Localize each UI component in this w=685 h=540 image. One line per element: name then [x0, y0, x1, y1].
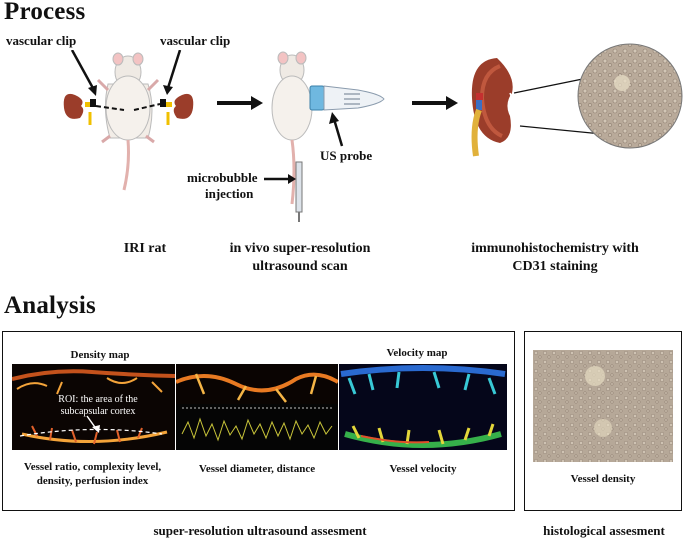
- analysis-heading: Analysis: [4, 292, 96, 319]
- process-heading: Process: [4, 0, 86, 25]
- metric1-line1: Vessel ratio, complexity level,: [23, 461, 162, 473]
- step2-caption-line2: ultrasound scan: [252, 259, 348, 274]
- clip-label-left: vascular clip: [6, 33, 77, 48]
- velocity-map-image: [339, 364, 507, 450]
- histology-panel: [524, 331, 682, 511]
- metric2-label: Vessel diameter, distance: [198, 463, 316, 475]
- metric3-label: Vessel velocity: [389, 463, 457, 475]
- sr-ultrasound-caption: super-resolution ultrasound assesment: [153, 523, 367, 538]
- density-map-image: [12, 364, 175, 450]
- process-arrow-2: [412, 96, 458, 110]
- step1-caption: IRI rat: [123, 241, 167, 256]
- iri-rat-illustration: [63, 50, 194, 191]
- ultrasound-scan-illustration: [264, 51, 385, 222]
- histology-caption: histological assesment: [543, 523, 665, 538]
- step2-caption-line1: in vivo super-resolution: [229, 241, 371, 256]
- velocity-map-title: Velocity map: [386, 347, 448, 359]
- roi-label-line2: subcapsular cortex: [60, 406, 136, 417]
- histology-image: [533, 350, 673, 462]
- kidney-histology-illustration: [471, 43, 683, 157]
- density-map-title: Density map: [70, 349, 130, 361]
- step3-caption-line1: immunohistochemistry with: [471, 241, 639, 256]
- probe-label: US probe: [320, 148, 373, 163]
- injection-label-line1: microbubble: [187, 170, 258, 185]
- metric1-line2: density, perfusion index: [36, 475, 149, 487]
- step3-caption-line2: CD31 staining: [512, 259, 598, 274]
- clip-label-right: vascular clip: [160, 33, 231, 48]
- roi-label-line1: ROI: the area of the: [58, 394, 138, 405]
- diameter-map-image: [176, 364, 338, 450]
- process-arrow-1: [217, 96, 263, 110]
- metric4-label: Vessel density: [570, 473, 636, 485]
- injection-label-line2: injection: [205, 186, 254, 201]
- sr-ultrasound-panel: [2, 331, 515, 511]
